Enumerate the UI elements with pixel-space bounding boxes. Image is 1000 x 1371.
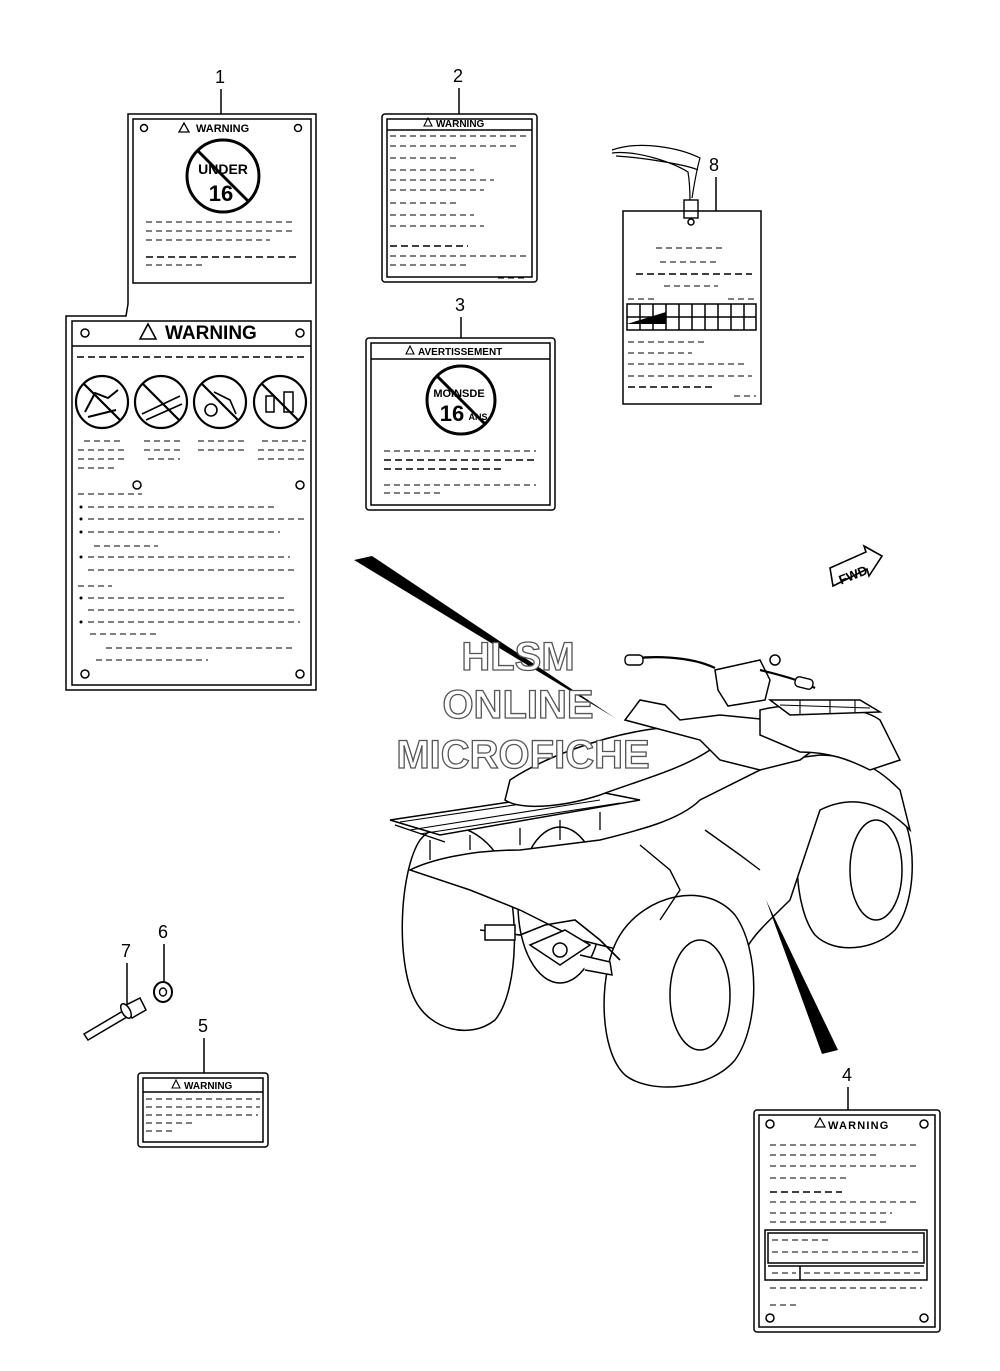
part-6-washer[interactable] [153,981,173,1003]
label-2-title: WARNING [436,119,485,130]
label-4[interactable]: WARNING [753,1109,941,1333]
label-3[interactable]: AVERTISSEMENT MOINSDE 16 ANS [365,337,556,511]
watermark-line2: ONLINE [442,683,593,727]
watermark: HLSM ONLINE MICROFICHE [396,634,651,777]
callout-8: 8 [709,155,719,175]
label-3-title: AVERTISSEMENT [418,347,502,358]
warning-triangle-icon [405,344,415,355]
forward-direction-badge: FWD [829,544,884,587]
callout-5: 5 [198,1016,208,1036]
watermark-line1: HLSM [461,635,574,679]
label-1-circle-line1: UNDER [198,161,248,177]
label-2[interactable]: WARNING [381,113,538,283]
label-5-title: WARNING [184,1081,233,1092]
label-4-title: WARNING [828,1120,890,1132]
callout-3: 3 [455,295,465,315]
label-1-bottom-title: WARNING [165,323,257,344]
under-16-prohibition-icon: UNDER 16 [185,138,261,214]
callout-4: 4 [842,1065,852,1085]
atv-illustration [354,556,913,1088]
no-paved-road-icon [133,374,189,430]
no-alcohol-icon [252,374,308,430]
no-stunt-riding-icon [192,374,248,430]
warning-triangle-icon [813,1116,827,1128]
no-passenger-icon [74,374,130,430]
callout-7: 7 [121,941,131,961]
label-1-circle-line2: 16 [209,181,233,206]
warning-triangle-icon [138,322,158,340]
warning-triangle-icon [423,116,433,127]
warning-triangle-icon [177,121,191,133]
warning-triangle-icon [171,1078,181,1089]
callout-2: 2 [453,66,463,86]
label-8-hang-tag[interactable] [611,144,762,405]
label-3-circle-line1: MOINSDE [433,388,484,400]
part-7-rivet[interactable] [82,996,147,1042]
label-1-top-title: WARNING [196,123,249,135]
label-3-circle-line3: ANS [468,412,487,422]
callout-6: 6 [158,922,168,942]
label-1[interactable]: WARNING UNDER 16 WARNING [65,113,317,691]
callout-1: 1 [215,67,225,87]
label-5[interactable]: WARNING [137,1072,269,1148]
moins-de-16-ans-prohibition-icon: MOINSDE 16 ANS [425,364,497,436]
label-3-circle-line2: 16 [440,401,464,426]
watermark-line3: MICROFICHE [396,733,649,777]
